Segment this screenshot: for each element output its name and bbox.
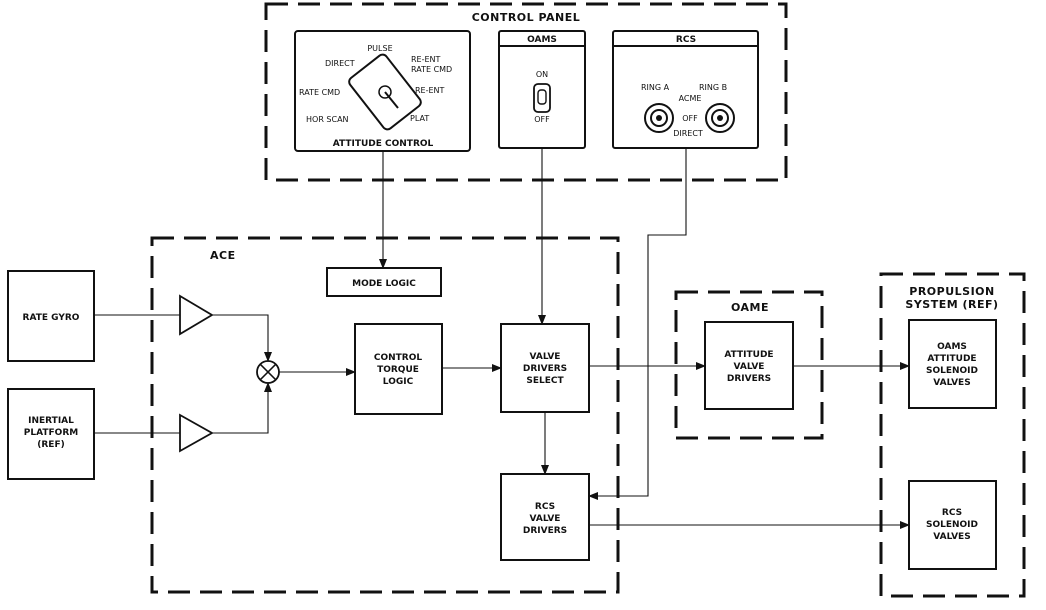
oams-valves-line-1: OAMS (937, 342, 967, 352)
attitude-selector-knob[interactable] (347, 53, 423, 132)
oams-solenoid-valves-box (908, 319, 997, 409)
propulsion-boundary (879, 272, 1026, 598)
rcs-to-rcs-drivers-line (588, 148, 687, 500)
summing-junction (256, 360, 280, 384)
position-re-ent-rate-cmd-1: RE-ENT (411, 55, 441, 64)
lower-amp-to-sum-line (212, 382, 272, 434)
oame-title: OAME (731, 301, 769, 314)
oams-header: OAMS (527, 35, 557, 45)
rate-gyro-label: RATE GYRO (23, 313, 80, 323)
rcs-valve-drivers-line-1: RCS (535, 502, 555, 512)
control-torque-logic-line-2: TORQUE (377, 365, 419, 375)
position-re-ent-rate-cmd-2: RATE CMD (411, 65, 452, 74)
rcs-valve-drivers-line-3: DRIVERS (523, 526, 567, 536)
attitude-valve-drivers-line-3: DRIVERS (727, 374, 771, 384)
propulsion-title-line-1: PROPULSION (909, 285, 994, 298)
inertial-platform-line-1: INERTIAL (28, 416, 74, 426)
rcs-valve-drivers-line-2: VALVE (530, 514, 561, 524)
control-torque-logic-line-1: CONTROL (374, 353, 423, 363)
amplifier-triangle-lower (179, 413, 214, 453)
attitude-control-panel: PULSE DIRECT RE-ENT RATE CMD RATE CMD RE… (294, 30, 471, 152)
rate-gyro-block: RATE GYRO (7, 270, 95, 362)
signal-lines (94, 148, 910, 529)
rcs-off-label: OFF (682, 114, 698, 123)
valve-drivers-select-box (500, 323, 590, 413)
control-torque-logic-line-3: LOGIC (383, 377, 414, 387)
acme-label: ACME (679, 94, 702, 103)
rate-gyro-box (7, 270, 95, 362)
oame-boundary (674, 290, 824, 440)
control-panel: CONTROL PANEL PULSE DIRECT RE-ENT RATE C… (264, 2, 788, 182)
knob-pointer (384, 91, 399, 109)
position-direct: DIRECT (325, 59, 355, 68)
rcs-valves-line-1: RCS (942, 508, 962, 518)
inertial-platform-box (7, 388, 95, 480)
oams-valves-line-3: SOLENOID (926, 366, 978, 376)
propulsion-title-line-2: SYSTEM (REF) (905, 298, 998, 311)
position-hor-scan: HOR SCAN (306, 115, 349, 124)
valve-drivers-select-line-1: VALVE (530, 352, 561, 362)
direct-label: DIRECT (673, 129, 703, 138)
position-plat: PLAT (410, 114, 429, 123)
ace-boundary (150, 236, 620, 594)
inertial-platform-line-2: PLATFORM (24, 428, 78, 438)
oams-on-label: ON (536, 70, 548, 79)
position-re-ent: RE-ENT (415, 86, 445, 95)
rcs-valves-line-3: VALVES (933, 532, 970, 542)
rcs-solenoid-valves-box (908, 480, 997, 570)
valve-drivers-select-line-2: DRIVERS (523, 364, 567, 374)
oame-group: OAME ATTITUDE VALVE DRIVERS (674, 290, 824, 440)
ring-a-switch[interactable] (644, 103, 674, 133)
attitude-valve-drivers-line-2: VALVE (734, 362, 765, 372)
ring-b-label: RING B (699, 83, 727, 92)
control-panel-boundary (264, 2, 788, 182)
position-pulse: PULSE (367, 44, 392, 53)
rcs-valves-line-2: SOLENOID (926, 520, 978, 530)
attitude-valve-drivers-line-1: ATTITUDE (724, 350, 773, 360)
mode-logic-label: MODE LOGIC (352, 279, 416, 289)
oams-toggle-switch[interactable] (533, 83, 551, 113)
inertial-platform-block: INERTIAL PLATFORM (REF) (7, 388, 95, 480)
rcs-header: RCS (676, 35, 696, 45)
attitude-control-caption: ATTITUDE CONTROL (333, 139, 434, 149)
ring-a-label: RING A (641, 83, 670, 92)
valve-drivers-select-line-3: SELECT (526, 376, 564, 386)
oams-valves-line-4: VALVES (933, 378, 970, 388)
mode-logic-box (326, 267, 442, 297)
upper-amp-to-sum-line (212, 314, 272, 362)
propulsion-group: PROPULSION SYSTEM (REF) OAMS ATTITUDE SO… (879, 272, 1026, 598)
ace-group: ACE MODE LOGIC CONTROL TORQUE LOGIC VALV… (150, 236, 620, 594)
rcs-panel: RCS RING A RING B ACME OFF DIRECT (612, 30, 759, 149)
oams-off-label: OFF (534, 115, 550, 124)
control-panel-title: CONTROL PANEL (472, 11, 581, 24)
position-rate-cmd: RATE CMD (299, 88, 340, 97)
oams-panel: OAMS ON OFF (498, 30, 586, 149)
inertial-platform-line-3: (REF) (37, 440, 64, 450)
ring-b-switch[interactable] (705, 103, 735, 133)
ace-title: ACE (210, 249, 236, 262)
amplifier-triangle-upper (179, 294, 214, 336)
oams-valves-line-2: ATTITUDE (927, 354, 976, 364)
